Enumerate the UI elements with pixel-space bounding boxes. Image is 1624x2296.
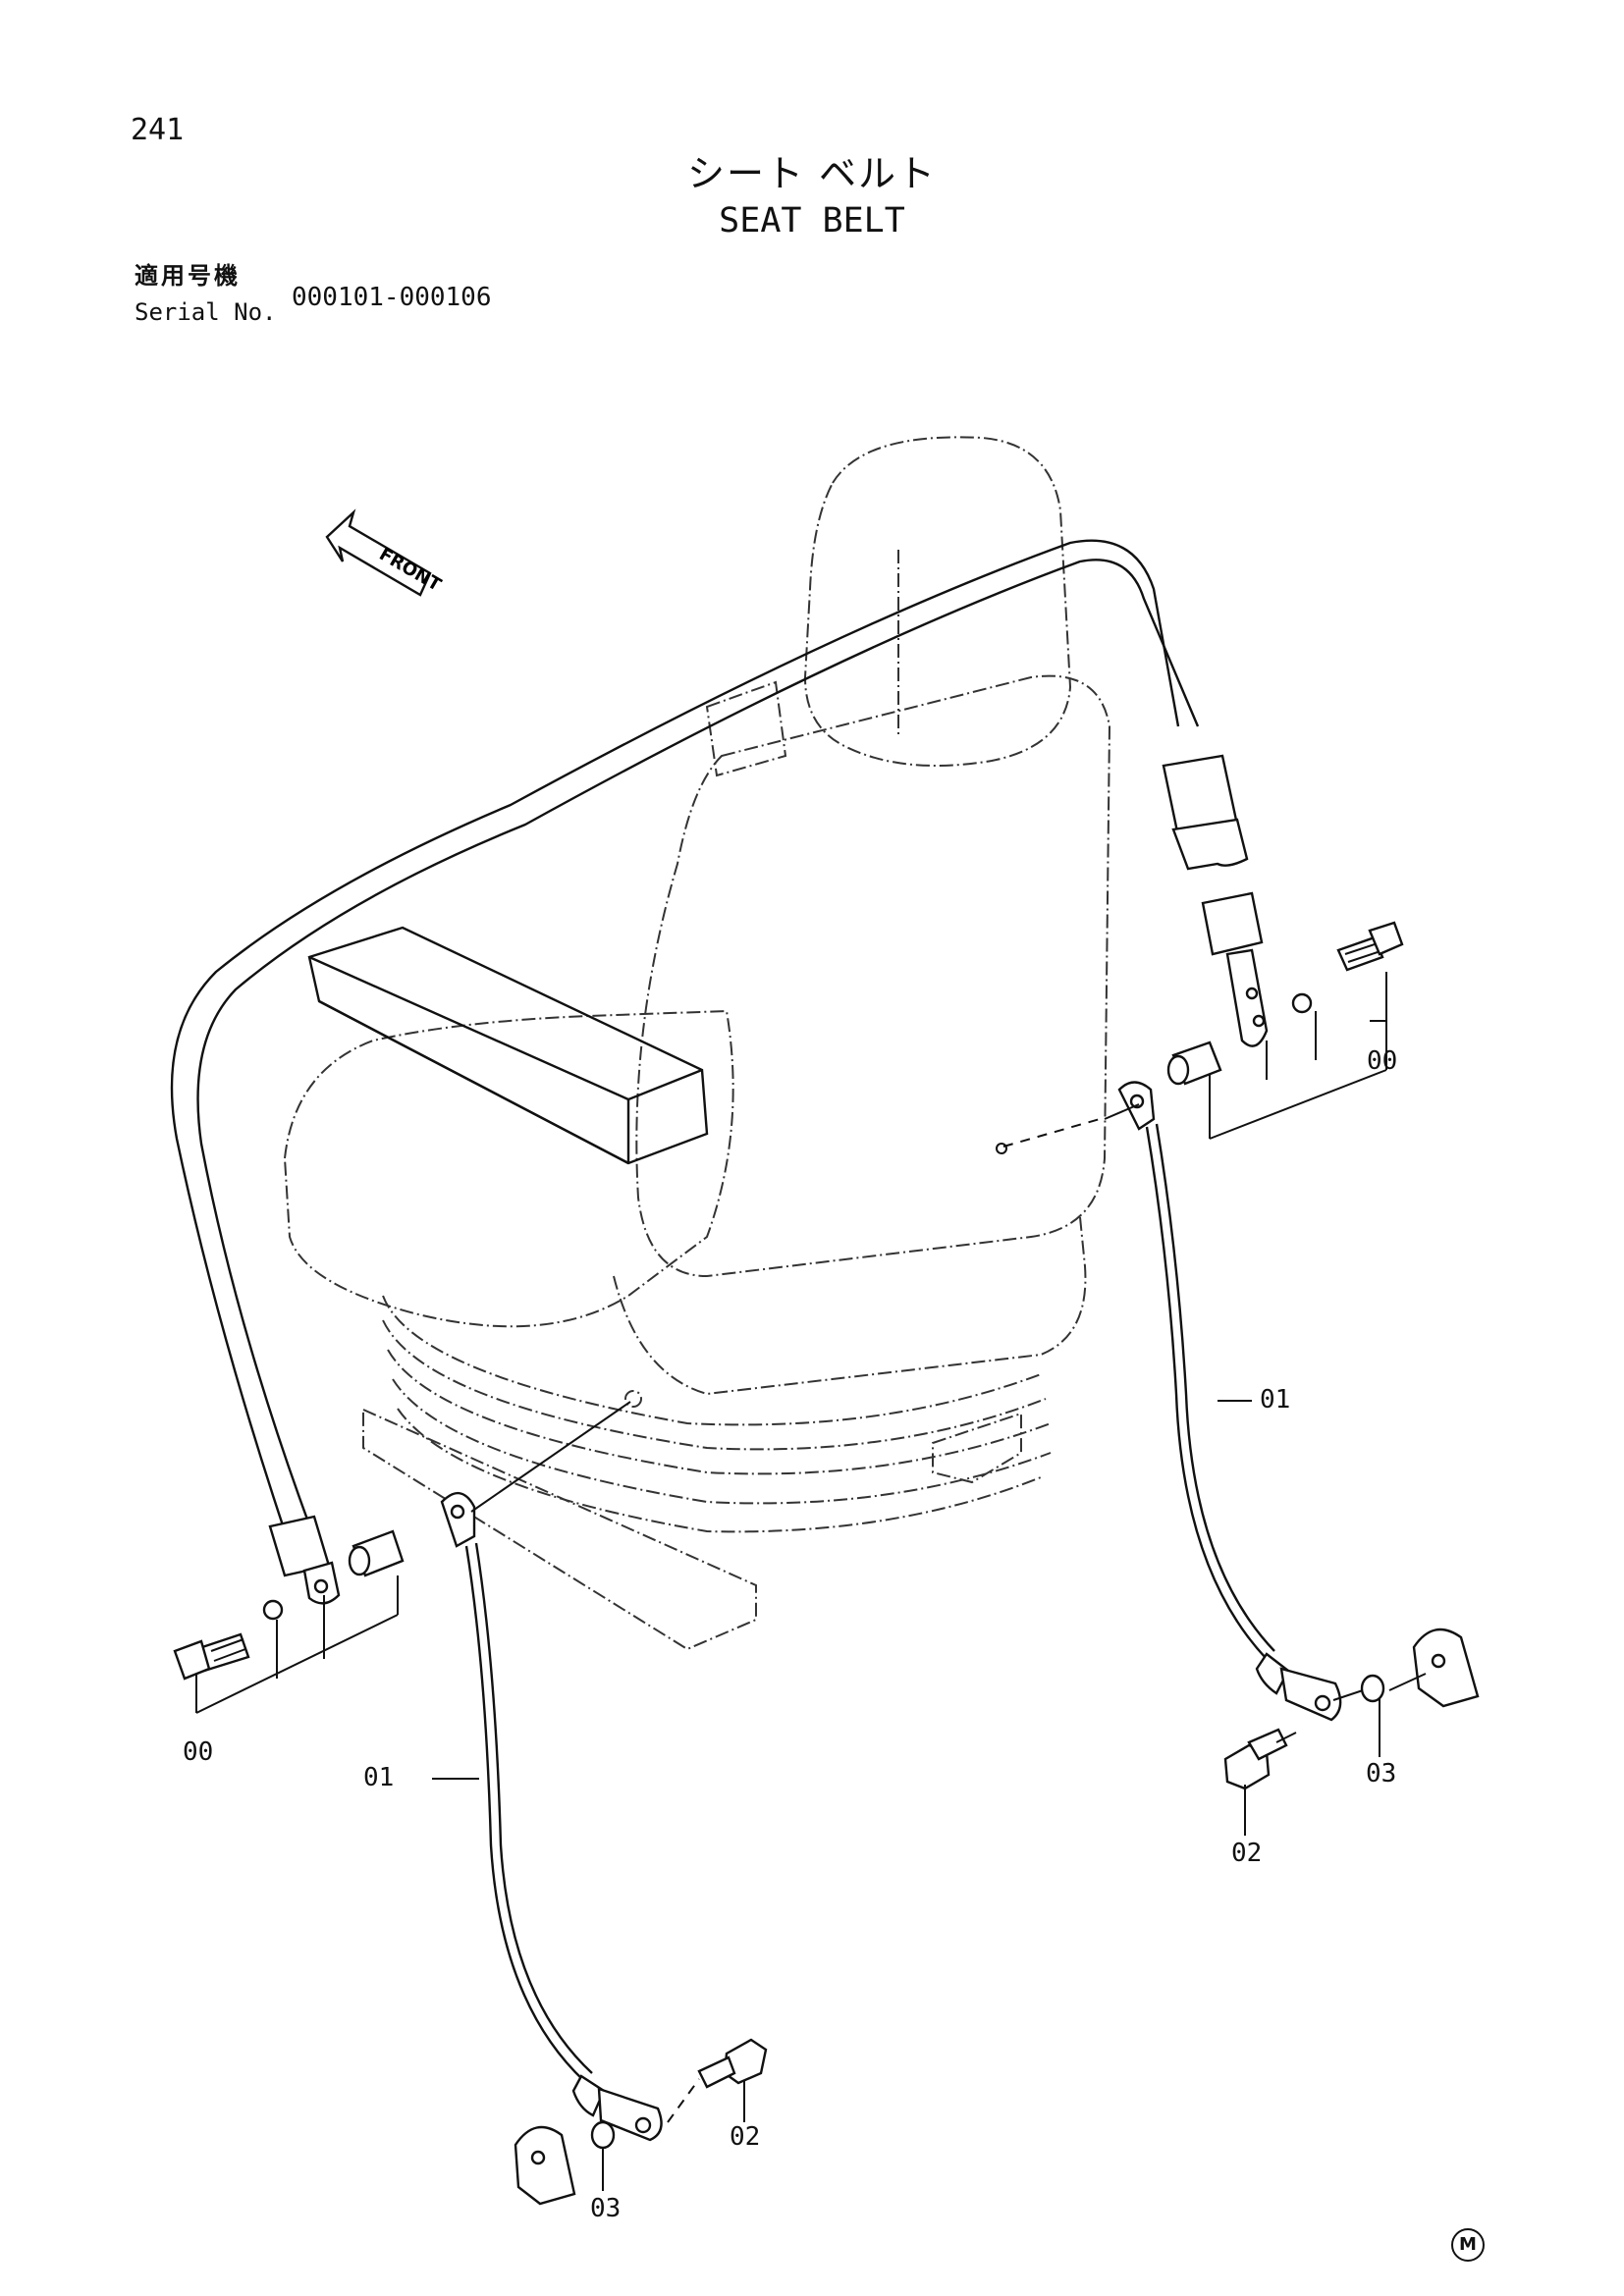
- bolt-icon: [697, 2038, 768, 2089]
- serial-label-english: Serial No.: [135, 298, 277, 326]
- belt-webbing: [170, 539, 1239, 1532]
- bolt-icon: [1223, 1728, 1288, 1790]
- ground-strap-left: [440, 1492, 663, 2142]
- footer-mark: M: [1451, 2228, 1485, 2262]
- spacer-left: [348, 1529, 405, 1577]
- callout-00-left: 00: [183, 1737, 214, 1767]
- spacer-right: [1166, 1041, 1222, 1086]
- callout-01-right: 01: [1260, 1385, 1291, 1415]
- washer-icon: [262, 1599, 284, 1621]
- bracket-left: [514, 2125, 576, 2206]
- operator-seat-outline: [283, 436, 1111, 1651]
- footer-mark-letter: M: [1459, 2234, 1477, 2255]
- callout-01-left: 01: [363, 1763, 395, 1792]
- washer-icon: [590, 2120, 616, 2150]
- callout-03-right: 03: [1366, 1759, 1397, 1789]
- retractor-left: [268, 1515, 341, 1605]
- bolt-icon: [1336, 921, 1404, 972]
- buckle-tongue-right: [1171, 818, 1269, 1047]
- title-english: SEAT BELT: [719, 201, 905, 240]
- washer-icon: [1291, 992, 1313, 1014]
- serial-range: 000101-000106: [292, 283, 492, 312]
- bolt-icon: [173, 1632, 250, 1681]
- bracket-right: [1412, 1628, 1480, 1708]
- leader-lines: [195, 972, 1427, 2191]
- callout-03-left: 03: [590, 2194, 622, 2223]
- front-arrow-icon: FRONT: [325, 508, 445, 597]
- washer-icon: [1360, 1674, 1385, 1703]
- page-number: 241: [131, 113, 185, 147]
- armrest: [307, 926, 709, 1165]
- callout-02-left: 02: [730, 2122, 761, 2152]
- callout-00-right: 00: [1367, 1046, 1398, 1076]
- callout-02-right: 02: [1231, 1839, 1263, 1868]
- title-japanese: シート ベルト: [686, 152, 938, 195]
- serial-label-japanese: 適用号機: [135, 262, 241, 290]
